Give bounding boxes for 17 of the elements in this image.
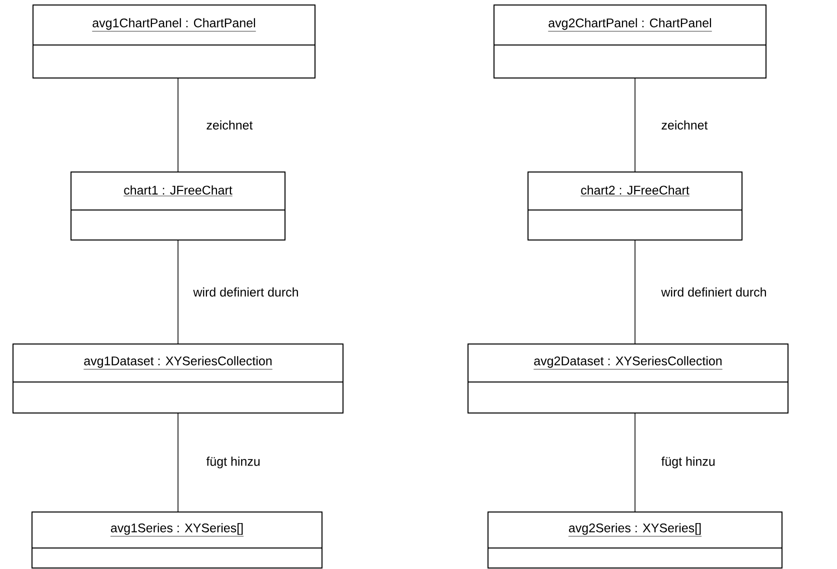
edge-label: zeichnet: [206, 120, 253, 130]
object-box: avg2ChartPanel : ChartPanel: [494, 4, 766, 78]
object-box: avg2Dataset : XYSeriesCollection: [468, 344, 788, 414]
object-box: avg1Series : XYSeries[]: [32, 512, 322, 568]
edge-label: fügt hinzu: [661, 456, 715, 468]
connector-line: [634, 240, 636, 344]
edge-label: zeichnet: [662, 120, 708, 130]
connector-line: [634, 413, 636, 512]
connector-line: [634, 78, 636, 172]
object-box: avg1ChartPanel : ChartPanel: [32, 4, 316, 78]
edge-label: wird definiert durch: [193, 287, 298, 297]
object-box: avg1Dataset : XYSeriesCollection: [12, 344, 344, 414]
object-box: avg2Series : XYSeries[]: [488, 512, 782, 568]
edge-label: wird definiert durch: [661, 287, 766, 297]
object-box: chart1 : JFreeChart: [70, 172, 286, 240]
edge-label: fügt hinzu: [206, 456, 260, 468]
object-box: chart2 : JFreeChart: [528, 172, 742, 240]
